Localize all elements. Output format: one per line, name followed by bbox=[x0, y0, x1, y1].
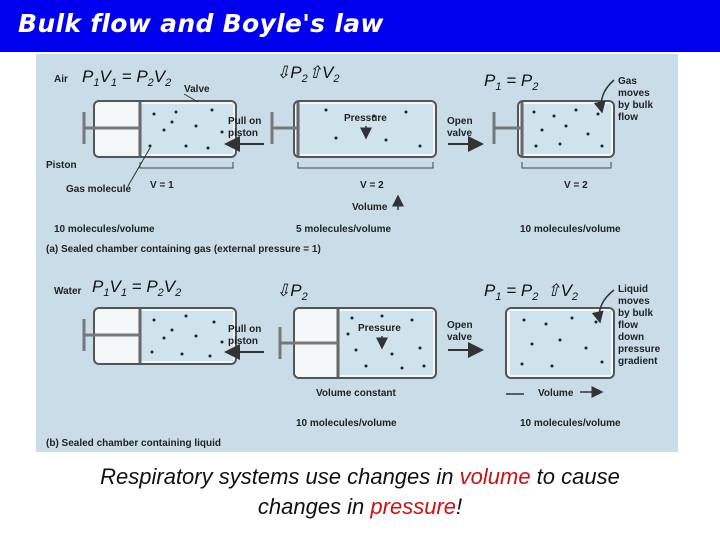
equation-b1: P1V1 = P2V2 bbox=[92, 277, 181, 299]
open-valve-label-a-line2: valve bbox=[447, 128, 472, 139]
gas-moves-line1: Gas bbox=[618, 76, 637, 87]
caption-text-1a: Respiratory systems use changes in bbox=[100, 464, 460, 489]
caption-b: (b) Sealed chamber containing liquid bbox=[46, 438, 221, 449]
chamber-a1 bbox=[82, 100, 237, 169]
liquid-moves-line7: gradient bbox=[618, 356, 658, 367]
liquid-moves-line5: down bbox=[618, 332, 644, 343]
bottom-label-b1: 10 molecules/volume bbox=[296, 418, 397, 429]
equation-b2: ⇩P2 bbox=[276, 281, 308, 303]
pull-label-b-line2: piston bbox=[228, 336, 258, 347]
pull-label-b-line1: Pull on bbox=[228, 324, 261, 335]
liquid-moves-line4: flow bbox=[618, 320, 638, 331]
title-bar: Bulk flow and Boyle's law bbox=[0, 0, 720, 52]
gas-moves-line2: moves bbox=[618, 88, 650, 99]
bottom-label-a3: 10 molecules/volume bbox=[520, 224, 621, 235]
liquid-moves-line3: by bulk bbox=[618, 308, 653, 319]
volume-label-b: Volume bbox=[538, 388, 574, 399]
equation-a3: P1 = P2 bbox=[484, 71, 538, 93]
caption-text-2c: ! bbox=[456, 494, 463, 519]
gas-molecules-a1 bbox=[148, 108, 224, 150]
v-label-a2: V = 2 bbox=[360, 180, 384, 191]
gas-flow-arrow bbox=[593, 79, 615, 114]
bottom-label-b2: 10 molecules/volume bbox=[520, 418, 621, 429]
caption-line-2: changes in pressure! bbox=[0, 494, 720, 520]
bottom-label-a2: 5 molecules/volume bbox=[296, 224, 391, 235]
caption-text-1c: to cause bbox=[530, 464, 620, 489]
v-label-a3: V = 2 bbox=[564, 180, 588, 191]
volume-label-a: Volume bbox=[352, 202, 388, 213]
pull-label-a-line2: piston bbox=[228, 128, 258, 139]
medium-label-water: Water bbox=[54, 286, 82, 297]
gas-moves-line3: by bulk bbox=[618, 100, 653, 111]
liquid-molecules-b1 bbox=[150, 314, 224, 358]
piston-label: Piston bbox=[46, 160, 77, 171]
pressure-label-b: Pressure bbox=[358, 323, 401, 334]
boyle-law-figure: Air P1V1 = P2V2 Valve ⇩P2⇧V2 P1 = P2 Pis… bbox=[36, 54, 678, 452]
bottom-label-a1: 10 molecules/volume bbox=[54, 224, 155, 235]
liquid-moves-line1: Liquid bbox=[618, 284, 648, 295]
gas-moves-line4: flow bbox=[618, 112, 638, 123]
caption-text-2a: changes in bbox=[257, 494, 371, 519]
liquid-moves-line2: moves bbox=[618, 296, 650, 307]
volume-constant-label: Volume constant bbox=[316, 388, 396, 399]
chamber-b1 bbox=[82, 307, 237, 365]
liquid-molecules-b2 bbox=[346, 314, 426, 370]
v-label-a1: V = 1 bbox=[150, 180, 174, 191]
valve-pointer bbox=[183, 93, 199, 103]
pull-label-a-line1: Pull on bbox=[228, 116, 261, 127]
equation-a1: P1V1 = P2V2 bbox=[82, 67, 171, 89]
gas-molecule-pointer bbox=[127, 147, 151, 187]
open-valve-label-b-line2: valve bbox=[447, 332, 472, 343]
caption-line-1: Respiratory systems use changes in volum… bbox=[0, 464, 720, 490]
liquid-flow-arrow bbox=[591, 289, 615, 324]
chamber-a3 bbox=[492, 100, 615, 169]
caption-a: (a) Sealed chamber containing gas (exter… bbox=[46, 244, 321, 255]
caption-pressure-word: pressure bbox=[370, 494, 456, 519]
equation-b3: P1 = P2⇧V2 bbox=[484, 281, 578, 303]
caption-volume-word: volume bbox=[459, 464, 531, 489]
chamber-b2 bbox=[278, 307, 437, 379]
open-valve-label-b-line1: Open bbox=[447, 320, 473, 331]
valve-label: Valve bbox=[184, 84, 210, 95]
pressure-label-a: Pressure bbox=[344, 113, 387, 124]
equation-a2: ⇩P2⇧V2 bbox=[276, 63, 339, 85]
liquid-moves-line6: pressure bbox=[618, 344, 661, 355]
gas-molecules-a2 bbox=[324, 108, 422, 148]
open-valve-label-a-line1: Open bbox=[447, 116, 473, 127]
chamber-b3 bbox=[505, 307, 615, 379]
slide-title: Bulk flow and Boyle's law bbox=[18, 9, 384, 38]
medium-label-air: Air bbox=[54, 74, 68, 85]
gas-molecule-label: Gas molecule bbox=[66, 184, 131, 195]
